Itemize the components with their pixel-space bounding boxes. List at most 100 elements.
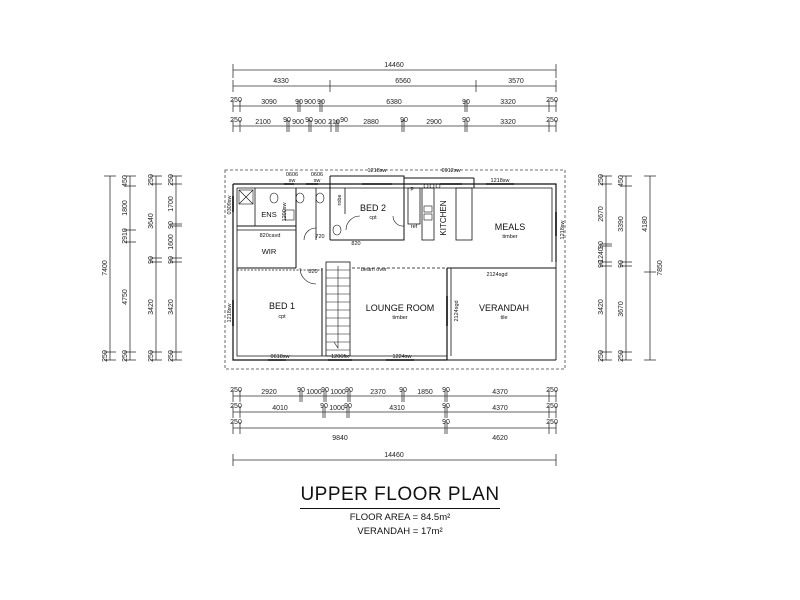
- room-bed2: BED 2: [360, 203, 386, 213]
- dim-top-r2-1: 6560: [395, 78, 411, 85]
- dimension-label: 6380: [386, 99, 402, 106]
- dimension-label: 3090: [261, 99, 277, 106]
- dimension-label: 3420: [598, 299, 605, 315]
- dimension-label: 3390: [618, 216, 625, 232]
- label-d-2124sgd: 2124sgd: [486, 272, 507, 278]
- dimension-label: 90: [345, 387, 353, 394]
- dimension-label: 90: [320, 403, 328, 410]
- dimension-label: 90: [321, 387, 329, 394]
- dimension-label: 450: [618, 175, 625, 187]
- verandah-area-text: VERANDAH = 17m²: [357, 526, 443, 537]
- dimension-label: 210: [328, 119, 340, 126]
- label-w-bed1-left: 1218sw: [227, 303, 233, 322]
- dimension-label: 250: [168, 350, 175, 362]
- room-meals: MEALS: [495, 222, 526, 232]
- dimension-label: 1800: [122, 200, 129, 216]
- dimension-label: 250: [598, 174, 605, 186]
- dimension-label: 4010: [272, 405, 288, 412]
- label-w-top2s: sw: [314, 178, 321, 184]
- dimension-label: 250: [546, 403, 558, 410]
- dimension-label: 250: [546, 387, 558, 394]
- dimension-label: 3670: [618, 301, 625, 317]
- dimension-label: 3420: [148, 299, 155, 315]
- windows: [232, 183, 557, 361]
- label-w-top1s: sw: [289, 178, 296, 184]
- label-w-1206fix: 1206fix: [331, 354, 349, 360]
- dimension-label: 250: [148, 174, 155, 186]
- dimension-label: 4310: [389, 405, 405, 412]
- room-lounge: LOUNGE ROOM: [366, 303, 435, 313]
- dimension-label: 2910: [122, 228, 129, 244]
- dimension-label: 1000: [329, 405, 345, 412]
- sink-icon: [423, 205, 433, 221]
- title-underline: [300, 508, 500, 509]
- dimension-label: 250: [230, 97, 242, 104]
- label-w-meals-right: 1218sw: [560, 220, 566, 239]
- room-bed1: BED 1: [269, 301, 295, 311]
- dimension-label: 3640: [148, 213, 155, 229]
- room-meals-floor: timber: [502, 234, 517, 240]
- dimension-label: 9840: [332, 435, 348, 442]
- shower-icon: [238, 189, 254, 205]
- dimension-label: 90: [598, 241, 605, 249]
- bottom-dimensions: 250 2920 90 1000 90 1000 90 2370 90 1850…: [230, 387, 558, 466]
- dimension-label: 2920: [261, 389, 277, 396]
- dimension-label: 90: [344, 403, 352, 410]
- dim-top-total: 14460: [384, 62, 404, 69]
- dimension-label: 4370: [492, 405, 508, 412]
- dimension-label: 250: [102, 350, 109, 362]
- dimension-label: 250: [230, 403, 242, 410]
- dimension-label: 1700: [168, 196, 175, 212]
- label-d-820cavd: 820cavd: [260, 233, 281, 239]
- label-w-bed2: 1218sw: [368, 168, 387, 174]
- dimension-label: 2100: [255, 119, 271, 126]
- label-w-kitchen: 0912sw: [442, 168, 461, 174]
- top-dimensions: 14460 4330 6560 3570 250 3090 90 900 90 …: [230, 62, 558, 132]
- dimension-label: 90: [442, 419, 450, 426]
- dimension-label: 90: [442, 403, 450, 410]
- dimension-label: 90: [399, 387, 407, 394]
- cooktop-icon: [423, 183, 441, 189]
- dimension-label: 2900: [426, 119, 442, 126]
- dimension-label: 4750: [122, 289, 129, 305]
- label-beam-over: beam over: [361, 267, 387, 273]
- dimension-label: 1850: [417, 389, 433, 396]
- dimension-label: 250: [546, 97, 558, 104]
- label-w-top2: 0606: [311, 172, 323, 178]
- room-bed1-floor: cpt: [278, 314, 286, 320]
- dim-top-r2-0: 4330: [273, 78, 289, 85]
- room-kitchen: KITCHEN: [439, 200, 448, 235]
- dimension-label: 90: [283, 117, 291, 124]
- dimension-label: 250: [598, 350, 605, 362]
- floor-area-text: FLOOR AREA = 84.5m²: [349, 512, 451, 523]
- right-dimensions: 250 2670 90 1240 90 3420 250 450 3390 90…: [598, 174, 664, 362]
- room-bed2-floor: cpt: [369, 215, 377, 221]
- dimension-label: 250: [122, 350, 129, 362]
- label-d-820a: 820: [351, 241, 360, 247]
- kitchen-bench: [407, 187, 473, 241]
- label-w-top1: 0606: [286, 172, 298, 178]
- toilet-icon: [269, 192, 342, 236]
- room-verandah: VERANDAH: [479, 303, 529, 313]
- label-w-meals: 1218sw: [491, 178, 510, 184]
- dimension-label: 90: [317, 99, 325, 106]
- dimension-label: 4180: [642, 216, 649, 232]
- dimension-label: 450: [122, 175, 129, 187]
- dimension-label: 250: [546, 117, 558, 124]
- door-swing-icon: [299, 215, 405, 285]
- dimension-label: 250: [618, 350, 625, 362]
- label-w-left-top: 0309sw: [227, 195, 233, 214]
- dimension-label: 250: [230, 387, 242, 394]
- dimension-label: 90: [340, 117, 348, 124]
- roofline-outline: [224, 169, 566, 370]
- basin-icon: [284, 209, 295, 221]
- dimension-label: 250: [230, 117, 242, 124]
- dimension-label: 250: [148, 350, 155, 362]
- dimension-label: 2370: [370, 389, 386, 396]
- label-robe: robe: [337, 194, 343, 205]
- label-w-ens: 1200sw: [282, 202, 288, 221]
- dimension-label: 900: [314, 119, 326, 126]
- dimension-label: 1000: [306, 389, 322, 396]
- dimension-label: 7400: [102, 260, 109, 276]
